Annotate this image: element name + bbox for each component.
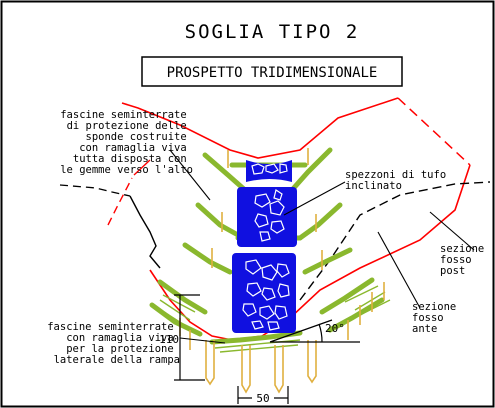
section-left-dashed: [107, 177, 133, 226]
fascine-branch: [182, 242, 233, 275]
leader-lines: [169, 149, 475, 344]
tufo-stones: [232, 160, 297, 333]
fascine-branch: [297, 202, 343, 241]
fascine-branch: [195, 202, 241, 238]
drawing-subtitle: PROSPETTO TRIDIMENSIONALE: [167, 65, 378, 81]
dimension-values: 20° 110 50: [159, 322, 345, 405]
label-fosso-post: sezione fosso post: [440, 243, 491, 277]
stake: [205, 340, 215, 386]
stake: [274, 345, 284, 394]
leader-fascine-top: [169, 149, 211, 201]
dim-angle-arc: [318, 323, 323, 343]
label-fascine-bottom: fascine seminterrate con ramaglia viva p…: [47, 321, 180, 366]
drawing-title: SOGLIA TIPO 2: [185, 21, 360, 43]
fascine-base: [209, 330, 303, 345]
stake: [241, 345, 251, 394]
stakes: [179, 148, 385, 394]
annotation-labels: fascine seminterrate di protezione delle…: [47, 109, 491, 366]
dim-angle-ray: [269, 319, 333, 343]
leader-fosso-post: [429, 211, 475, 251]
fascine-branch: [289, 147, 333, 193]
dim-width-label: 50: [256, 392, 269, 405]
tufo-block-bottom: [232, 253, 296, 333]
label-tufo: spezzoni di tufo inclinato: [345, 169, 452, 192]
section-outline-top: [121, 97, 399, 159]
section-right-dashed: [397, 97, 471, 166]
stake: [307, 340, 317, 384]
section-ante-left-step: [129, 195, 161, 269]
section-left-link: [133, 159, 151, 176]
fascine-branch: [202, 152, 248, 193]
leader-fosso-ante: [377, 231, 421, 309]
section-bottom-left: [149, 269, 233, 341]
fascine-twigs: [157, 285, 391, 353]
leader-fascine-bottom: [179, 337, 226, 344]
stone-pattern: [242, 163, 290, 331]
section-fosso-ante: [299, 181, 491, 301]
subtitle-box: [141, 56, 403, 87]
tufo-block-middle: [237, 187, 297, 247]
fascine-branch: [302, 247, 353, 275]
section-ante-left: [59, 184, 131, 197]
twig-lines: [157, 285, 391, 353]
dim-angle-label: 20°: [325, 322, 345, 335]
fascine-branch: [157, 279, 208, 315]
stake-small: [211, 148, 323, 270]
dim-height-label: 110: [159, 333, 179, 346]
dim-width-label-bg: [252, 392, 274, 404]
label-fascine-top: fascine seminterrate di protezione delle…: [60, 109, 193, 176]
leader-tufo: [283, 181, 346, 216]
label-fosso-ante: sezione fosso ante: [412, 301, 463, 335]
fascine-branch: [319, 277, 375, 315]
